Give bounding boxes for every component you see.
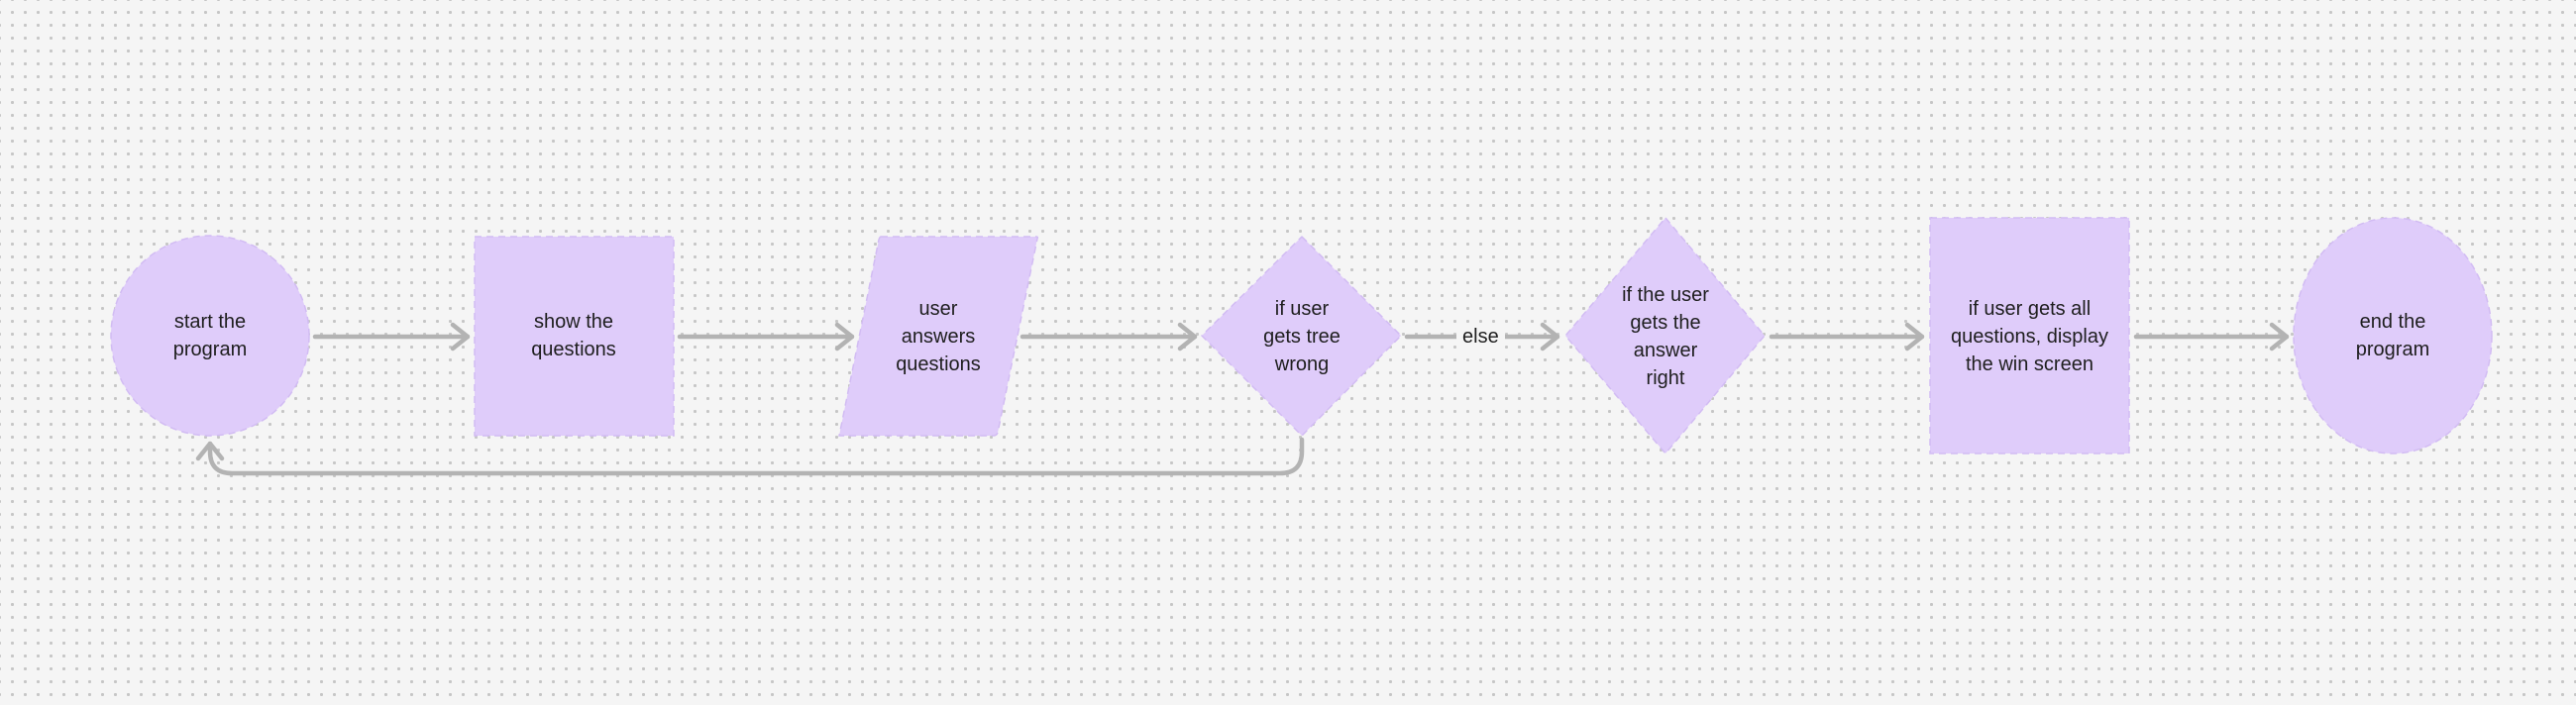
check-right-node-diamond[interactable] xyxy=(1564,217,1766,454)
show-questions-node-rect[interactable] xyxy=(474,236,675,437)
flowchart-nodes xyxy=(110,217,2493,454)
connectors xyxy=(210,337,2290,476)
end-node-ellipse[interactable] xyxy=(2293,217,2493,454)
win-screen-node-rect[interactable] xyxy=(1929,217,2130,454)
check-wrong-node-diamond[interactable] xyxy=(1201,236,1402,437)
connector-check-wrong-loop-to-start[interactable] xyxy=(210,437,1305,476)
user-answers-node-parallelogram[interactable] xyxy=(838,236,1039,437)
start-node-ellipse[interactable] xyxy=(110,235,310,437)
else-edge-label: else xyxy=(1456,323,1505,351)
